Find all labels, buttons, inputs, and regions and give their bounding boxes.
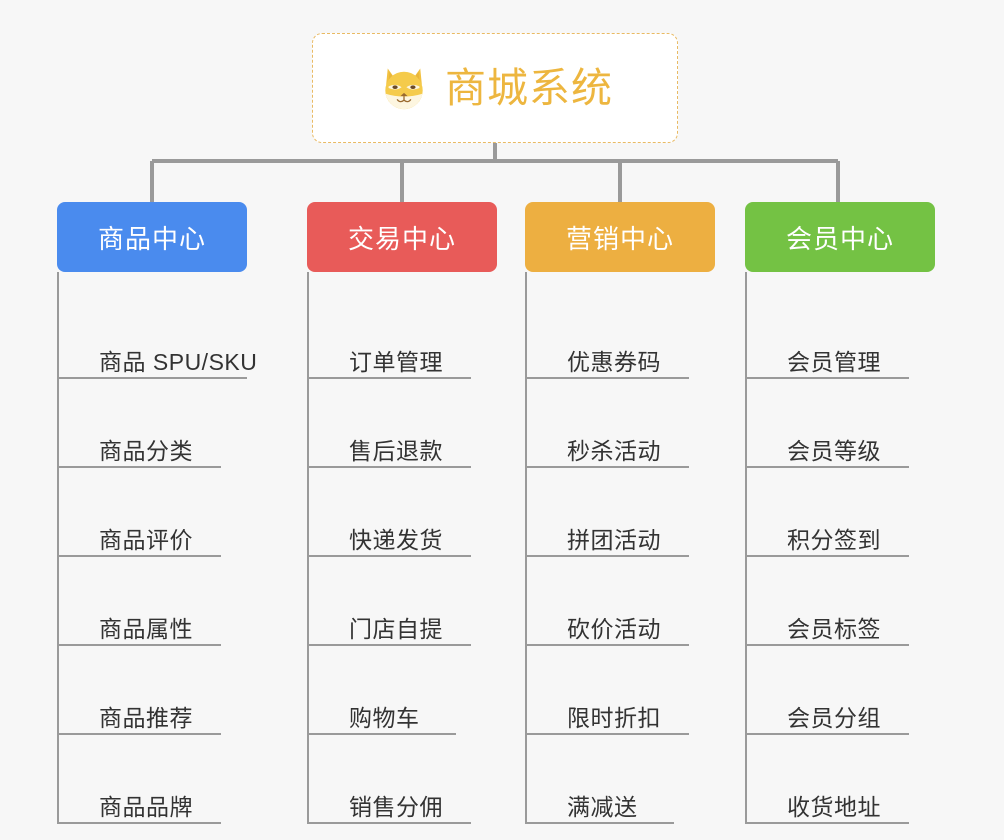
leaf-item[interactable]: 限时折扣 xyxy=(527,646,689,735)
leaf-item[interactable]: 销售分佣 xyxy=(309,735,471,824)
category-header[interactable]: 商品中心 xyxy=(57,202,247,272)
category-header[interactable]: 交易中心 xyxy=(307,202,497,272)
leaf-item-label: 会员分组 xyxy=(787,704,881,731)
leaf-item-label: 商品属性 xyxy=(99,615,193,642)
leaf-item[interactable]: 购物车 xyxy=(309,646,456,735)
leaf-item-label: 限时折扣 xyxy=(567,704,661,731)
leaf-list: 优惠券码秒杀活动拼团活动砍价活动限时折扣满减送 xyxy=(525,272,715,824)
category-header[interactable]: 会员中心 xyxy=(745,202,935,272)
leaf-item-label: 秒杀活动 xyxy=(567,437,661,464)
leaf-item-label: 砍价活动 xyxy=(567,615,661,642)
leaf-item[interactable]: 快递发货 xyxy=(309,468,471,557)
root-title: 商城系统 xyxy=(445,64,613,111)
leaf-list: 订单管理售后退款快递发货门店自提购物车销售分佣 xyxy=(307,272,497,824)
leaf-list: 商品 SPU/SKU 商品分类商品评价商品属性商品推荐商品品牌 xyxy=(57,272,257,824)
leaf-item[interactable]: 优惠券码 xyxy=(527,290,689,379)
leaf-item[interactable]: 砍价活动 xyxy=(527,557,689,646)
category-label: 交易中心 xyxy=(347,223,456,254)
leaf-item-label: 商品分类 xyxy=(99,437,193,464)
leaf-item-label: 购物车 xyxy=(349,704,420,731)
leaf-list: 会员管理会员等级积分签到会员标签会员分组收货地址 xyxy=(745,272,935,824)
leaf-item[interactable]: 订单管理 xyxy=(309,290,471,379)
leaf-item-label: 商品品牌 xyxy=(99,793,193,820)
leaf-item[interactable]: 积分签到 xyxy=(747,468,909,557)
leaf-item[interactable]: 商品属性 xyxy=(59,557,221,646)
leaf-item[interactable]: 售后退款 xyxy=(309,379,471,468)
leaf-item[interactable]: 秒杀活动 xyxy=(527,379,689,468)
leaf-item[interactable]: 拼团活动 xyxy=(527,468,689,557)
leaf-item[interactable]: 商品分类 xyxy=(59,379,221,468)
category-column: 会员中心会员管理会员等级积分签到会员标签会员分组收货地址 xyxy=(745,202,935,824)
leaf-item-label: 订单管理 xyxy=(349,348,443,375)
leaf-item-label: 商品推荐 xyxy=(99,704,193,731)
leaf-item-label: 收货地址 xyxy=(787,793,881,820)
leaf-item[interactable]: 商品品牌 xyxy=(59,735,221,824)
leaf-item[interactable]: 商品评价 xyxy=(59,468,221,557)
leaf-item-label: 销售分佣 xyxy=(349,793,443,820)
leaf-item-label: 商品评价 xyxy=(99,526,193,553)
leaf-item[interactable]: 商品 SPU/SKU xyxy=(59,290,257,379)
leaf-item[interactable]: 收货地址 xyxy=(747,735,909,824)
leaf-item-label: 商品 SPU/SKU xyxy=(99,348,258,375)
category-column: 营销中心优惠券码秒杀活动拼团活动砍价活动限时折扣满减送 xyxy=(525,202,715,824)
leaf-item-label: 拼团活动 xyxy=(567,526,661,553)
leaf-item-label: 会员管理 xyxy=(787,348,881,375)
category-column: 交易中心订单管理售后退款快递发货门店自提购物车销售分佣 xyxy=(307,202,497,824)
leaf-item[interactable]: 门店自提 xyxy=(309,557,471,646)
leaf-item-label: 会员标签 xyxy=(787,615,881,642)
leaf-item-label: 积分签到 xyxy=(787,526,881,553)
category-header[interactable]: 营销中心 xyxy=(525,202,715,272)
shiba-dog-face-icon xyxy=(385,68,423,110)
category-label: 会员中心 xyxy=(785,223,894,254)
category-column: 商品中心商品 SPU/SKU 商品分类商品评价商品属性商品推荐商品品牌 xyxy=(57,202,257,824)
leaf-item[interactable]: 会员等级 xyxy=(747,379,909,468)
category-label: 营销中心 xyxy=(565,223,674,254)
leaf-item-label: 快递发货 xyxy=(349,526,443,553)
root-node[interactable]: 商城系统 xyxy=(312,33,678,143)
leaf-item-label: 会员等级 xyxy=(787,437,881,464)
leaf-item[interactable]: 会员管理 xyxy=(747,290,909,379)
leaf-item[interactable]: 会员分组 xyxy=(747,646,909,735)
leaf-item-label: 优惠券码 xyxy=(567,348,661,375)
leaf-item[interactable]: 商品推荐 xyxy=(59,646,221,735)
leaf-item-label: 门店自提 xyxy=(349,615,443,642)
leaf-item[interactable]: 会员标签 xyxy=(747,557,909,646)
leaf-item[interactable]: 满减送 xyxy=(527,735,674,824)
category-label: 商品中心 xyxy=(97,223,206,254)
leaf-item-label: 满减送 xyxy=(567,793,638,820)
leaf-item-label: 售后退款 xyxy=(349,437,443,464)
